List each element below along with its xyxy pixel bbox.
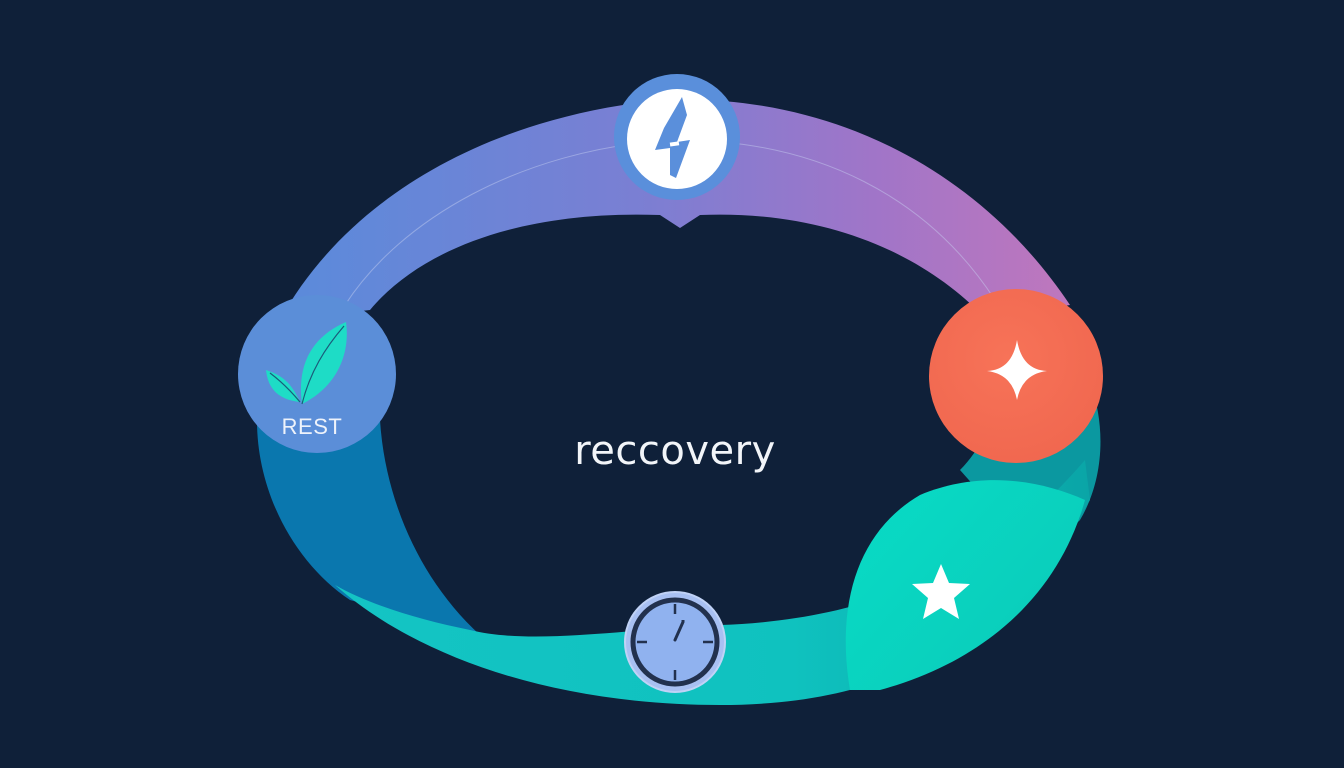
- rest-label: REST: [281, 414, 343, 439]
- lightning-bolt-icon: [655, 97, 690, 178]
- sparkle-icon: [987, 340, 1047, 400]
- rest-node[interactable]: [238, 295, 396, 453]
- time-node[interactable]: [624, 591, 726, 693]
- spark-node[interactable]: [929, 289, 1103, 463]
- ring-segment-left-lower: [256, 400, 480, 635]
- star-icon[interactable]: [912, 564, 970, 619]
- ring-segment-top: [280, 99, 1070, 320]
- leaf-icon: [266, 322, 347, 405]
- clock-icon: [630, 597, 720, 687]
- diagram-title: reccovery: [574, 428, 776, 474]
- energy-node[interactable]: [614, 74, 740, 200]
